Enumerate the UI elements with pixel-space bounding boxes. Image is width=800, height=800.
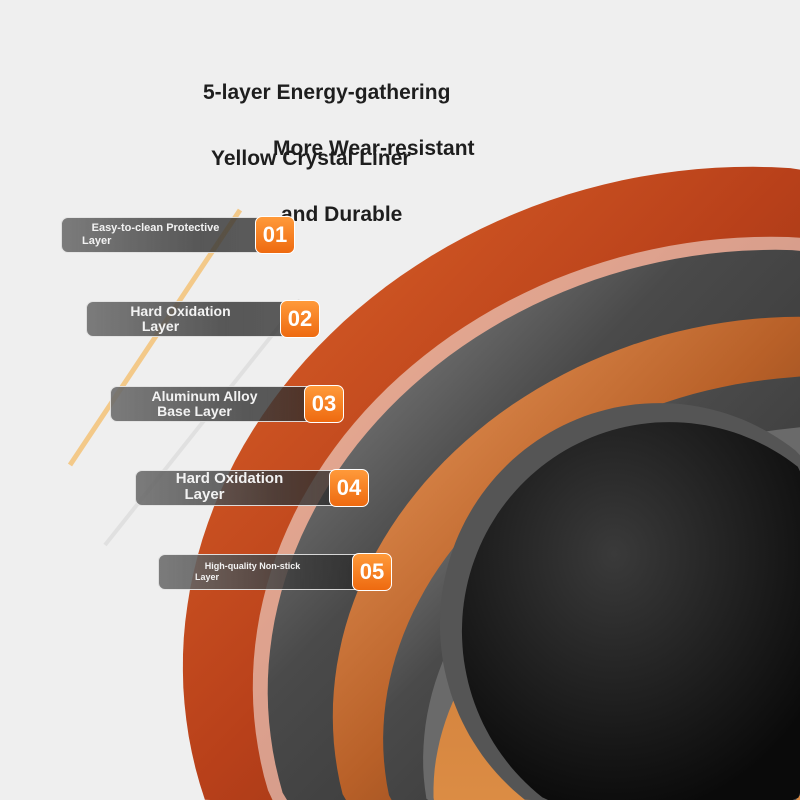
layer-number-badge: 02 — [280, 300, 320, 338]
layer-number-badge: 04 — [329, 469, 369, 507]
layer-label-text: Hard Oxidation — [130, 303, 231, 319]
layer-label-text: Layer — [82, 235, 112, 247]
headline-liner-line2: Yellow Crystal Liner — [211, 147, 411, 170]
layer-label-text: Easy-to-clean Protective — [91, 222, 220, 234]
headline-liner-line1: 5-layer Energy-gathering — [203, 81, 451, 104]
headline-durable: More Wear-resistant and Durable — [273, 94, 475, 248]
layer-number-badge: 03 — [304, 385, 344, 423]
layer-label-text: Layer — [184, 486, 225, 503]
layer-label-text: Base Layer — [157, 403, 232, 419]
headline-liner: 5-layer Energy-gathering Yellow Crystal … — [203, 38, 450, 192]
layer-number-badge: 05 — [352, 553, 392, 591]
layer-label-text: Layer — [141, 318, 180, 334]
layer-label-text: Layer — [195, 572, 220, 582]
layer-label-text: Hard Oxidation — [175, 470, 284, 487]
layer-number-badge: 01 — [255, 216, 295, 254]
headline-durable-line2: and Durable — [281, 203, 403, 226]
layer-label-text: High-quality Non-stick — [204, 561, 301, 571]
headline-durable-line1: More Wear-resistant — [273, 137, 475, 160]
layer-label-text: Aluminum Alloy — [151, 388, 258, 404]
pan-interior — [461, 422, 800, 800]
